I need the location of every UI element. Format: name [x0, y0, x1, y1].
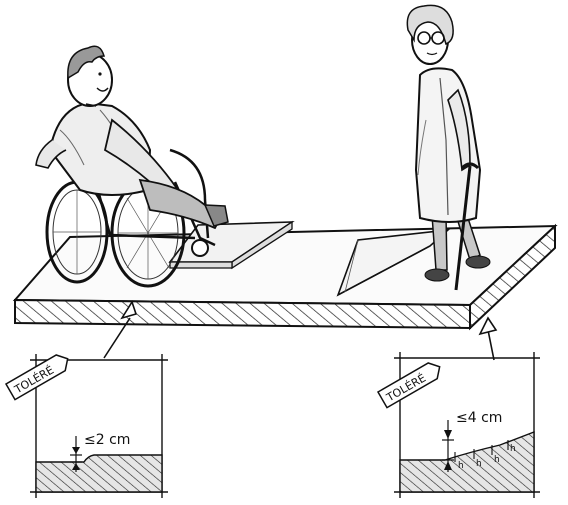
step-label-4: h	[510, 444, 516, 454]
left-tolere-tag: TOLÉRÉ	[6, 351, 72, 400]
step-label-1: h	[458, 461, 464, 471]
right-detail-pointer	[480, 318, 496, 360]
right-dimension-label: ≤4 cm	[456, 410, 502, 426]
right-tolere-tag: TOLÉRÉ	[378, 359, 444, 408]
right-section-detail: ≤4 cm h h h h TOLÉRÉ	[378, 352, 540, 498]
left-section-detail: ≤2 cm TOLÉRÉ	[6, 351, 168, 498]
step-label-2: h	[476, 459, 482, 469]
step-label-3: h	[494, 455, 500, 465]
left-dimension-label: ≤2 cm	[84, 432, 130, 448]
